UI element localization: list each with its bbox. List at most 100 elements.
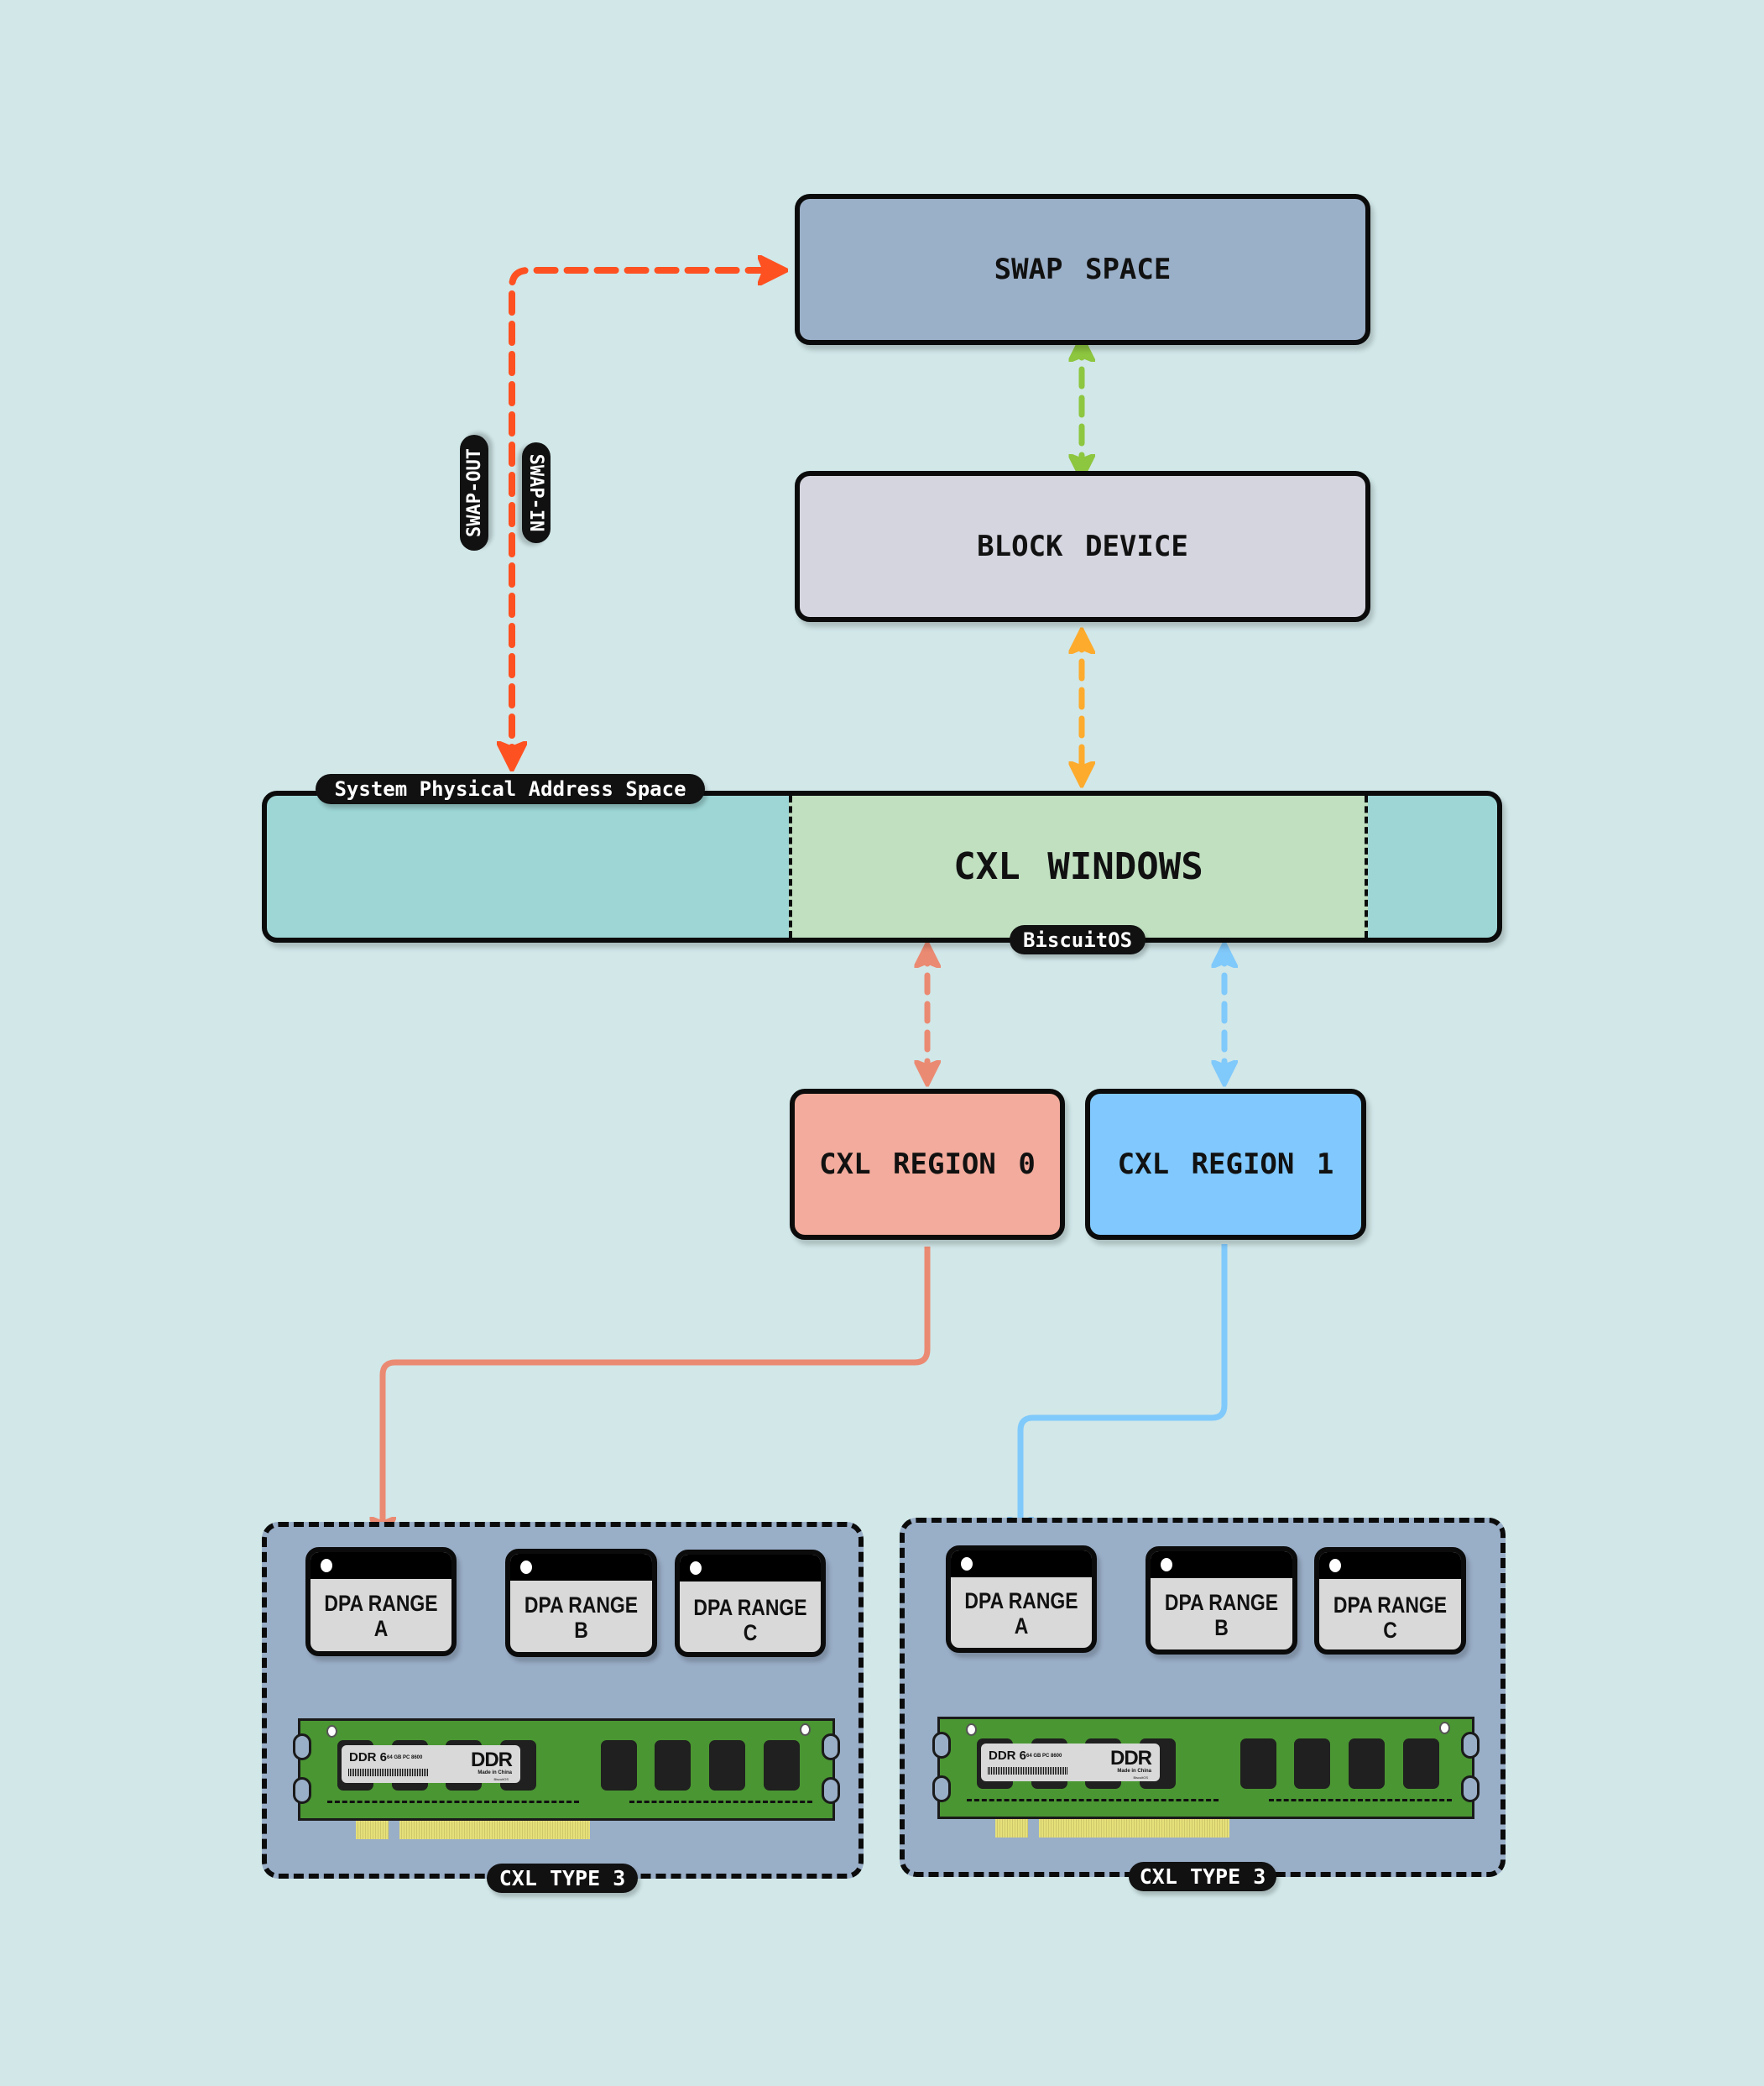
cxl-region-0-label: CXL REGION 0 xyxy=(819,1148,1036,1181)
gold-pins xyxy=(356,1821,389,1839)
notch xyxy=(932,1732,951,1759)
dpa-header xyxy=(1151,1551,1292,1578)
barcode-icon xyxy=(988,1767,1068,1775)
trace xyxy=(1269,1799,1452,1801)
dimm-origin: Made in China xyxy=(1117,1769,1151,1774)
dimm-maker: BiscuitOS xyxy=(493,1777,509,1781)
barcode-icon xyxy=(348,1769,429,1776)
mount-hole xyxy=(800,1723,811,1736)
swap-space-box: SWAP SPACE xyxy=(795,194,1370,345)
dpa-id: B xyxy=(1214,1614,1229,1640)
memory-chip xyxy=(709,1740,745,1791)
trace xyxy=(967,1799,1219,1801)
dimm-model: DDR 6 xyxy=(349,1750,388,1764)
notch xyxy=(1461,1732,1480,1759)
region1-device-link xyxy=(1020,1244,1228,1538)
cxl-windows-region: CXL WINDOWS xyxy=(789,796,1368,938)
memory-chip xyxy=(655,1740,691,1791)
memory-chip xyxy=(764,1740,800,1791)
dpa-header xyxy=(1319,1552,1461,1579)
dpa-dot-icon xyxy=(690,1561,702,1575)
dimm-brand: DDR xyxy=(1110,1747,1152,1770)
notch xyxy=(293,1777,311,1804)
spa-bar: CXL WINDOWS xyxy=(262,791,1502,943)
dpa-id: A xyxy=(373,1616,389,1641)
ddr-memory-module: DDR 6 64 GB PC 8600 DDR Made in China Bi… xyxy=(932,1717,1480,1838)
swap-in-label: SWAP-IN xyxy=(522,442,551,543)
dpa-dot-icon xyxy=(520,1561,532,1574)
dpa-header xyxy=(311,1552,451,1579)
dpa-id: A xyxy=(1014,1613,1029,1639)
block-device-box: BLOCK DEVICE xyxy=(795,471,1370,622)
dpa-header xyxy=(510,1554,652,1581)
dpa-dot-icon xyxy=(1161,1558,1172,1571)
gold-pins xyxy=(399,1821,590,1839)
mount-hole xyxy=(1439,1722,1450,1734)
cxl-type3-label-0: CXL TYPE 3 xyxy=(487,1864,638,1893)
block-device-label: BLOCK DEVICE xyxy=(977,530,1188,563)
notch xyxy=(822,1777,840,1804)
spa-label-text: System Physical Address Space xyxy=(334,777,686,801)
swap-out-text: SWAP-OUT xyxy=(463,448,485,537)
cxl-type3-label-1: CXL TYPE 3 xyxy=(1129,1862,1276,1891)
dpa-label: DPA RANGE xyxy=(1164,1589,1279,1615)
trace xyxy=(327,1801,579,1803)
mount-hole xyxy=(326,1725,337,1738)
dimm-spec: 64 GB PC 8600 xyxy=(1026,1754,1062,1759)
cxl-region-1: CXL REGION 1 xyxy=(1085,1089,1366,1240)
dpa-id: B xyxy=(574,1617,588,1643)
dpa-id: C xyxy=(743,1620,758,1645)
dpa-label: DPA RANGE xyxy=(324,1591,438,1616)
swap-space-label: SWAP SPACE xyxy=(994,253,1172,286)
spa-label: System Physical Address Space xyxy=(316,774,705,804)
dpa-header xyxy=(680,1555,821,1581)
dpa-label: DPA RANGE xyxy=(964,1588,1078,1613)
trace xyxy=(629,1801,812,1803)
cxl-windows-label: CXL WINDOWS xyxy=(953,845,1203,888)
dimm-label: DDR 6 64 GB PC 8600 DDR Made in China Bi… xyxy=(981,1744,1160,1781)
dimm-maker: BiscuitOS xyxy=(1133,1775,1148,1780)
swap-out-label: SWAP-OUT xyxy=(460,435,488,551)
dpa-dot-icon xyxy=(961,1557,973,1571)
dimm-spec: 64 GB PC 8600 xyxy=(387,1755,423,1760)
cxl-region-1-label: CXL REGION 1 xyxy=(1117,1148,1334,1181)
device-label-text: CXL TYPE 3 xyxy=(1139,1864,1266,1889)
notch xyxy=(293,1733,311,1760)
dpa-id: C xyxy=(1383,1618,1397,1643)
memory-chip xyxy=(601,1740,637,1791)
swap-in-text: SWAP-IN xyxy=(525,453,547,532)
dpa-label: DPA RANGE xyxy=(1333,1592,1448,1618)
memory-chip xyxy=(1240,1738,1276,1789)
dpa-header xyxy=(951,1550,1092,1577)
swap-arrow xyxy=(512,270,782,766)
notch xyxy=(1461,1775,1480,1802)
dpa-label: DPA RANGE xyxy=(524,1592,639,1618)
dimm-brand: DDR xyxy=(471,1749,513,1771)
dimm-model: DDR 6 xyxy=(989,1749,1027,1763)
dpa-label: DPA RANGE xyxy=(693,1595,807,1620)
biscuitos-watermark: BiscuitOS xyxy=(1010,925,1146,954)
notch xyxy=(932,1775,951,1802)
memory-chip xyxy=(1349,1738,1385,1789)
gold-pins xyxy=(1039,1819,1229,1838)
notch xyxy=(822,1733,840,1760)
watermark-text: BiscuitOS xyxy=(1022,928,1133,952)
device-label-text: CXL TYPE 3 xyxy=(498,1866,626,1890)
dpa-dot-icon xyxy=(1329,1559,1341,1572)
cxl-region-0: CXL REGION 0 xyxy=(790,1089,1065,1240)
ddr-memory-module: DDR 6 64 GB PC 8600 DDR Made in China Bi… xyxy=(293,1718,840,1840)
memory-chip xyxy=(1294,1738,1330,1789)
dimm-origin: Made in China xyxy=(478,1770,512,1775)
dpa-dot-icon xyxy=(321,1559,332,1572)
mount-hole xyxy=(966,1723,977,1736)
region0-device-link xyxy=(383,1247,931,1538)
memory-chip xyxy=(1403,1738,1439,1789)
dimm-label: DDR 6 64 GB PC 8600 DDR Made in China Bi… xyxy=(342,1745,520,1783)
